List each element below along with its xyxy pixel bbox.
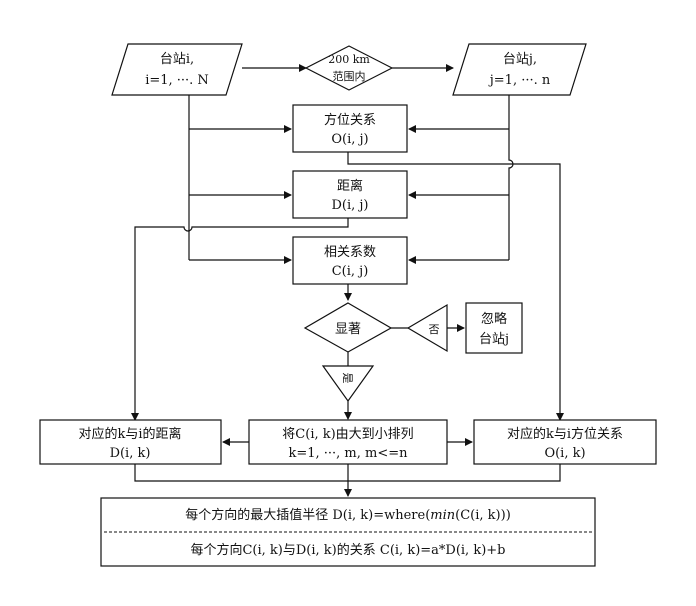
station-j-line1: 台站j, xyxy=(503,52,537,67)
result-line1-fn: min xyxy=(430,508,455,523)
within-range-shape xyxy=(304,45,394,91)
station-i-line2: i=1, ···. N xyxy=(145,73,209,88)
orientation-line2: O(i, j) xyxy=(331,132,368,147)
line-station-j-trunk xyxy=(508,95,514,260)
within-range-line2: 范围内 xyxy=(333,69,366,83)
arrow-distance-to-k-distance xyxy=(131,218,349,421)
node-correlation: 相关系数 C(i, j) xyxy=(292,236,408,285)
node-k-orientation: 对应的k与i方位关系 O(i, k) xyxy=(473,419,657,465)
k-orientation-box xyxy=(473,419,657,465)
ignore-line2: 台站j xyxy=(479,332,509,347)
node-station-j: 台站j, j=1, ···. n xyxy=(452,43,587,96)
within-range-line1: 200 km xyxy=(328,53,370,66)
correlation-box xyxy=(292,236,408,285)
k-orientation-line2: O(i, k) xyxy=(544,446,585,461)
node-yes: 是 xyxy=(321,365,375,403)
distance-line2: D(i, j) xyxy=(331,198,368,213)
sort-box xyxy=(248,419,448,465)
station-j-line2: j=1, ···. n xyxy=(488,73,551,88)
orientation-box xyxy=(292,104,408,153)
ignore-box xyxy=(465,302,523,354)
station-i-line1: 台站i, xyxy=(160,52,194,67)
distance-line1: 距离 xyxy=(337,178,363,194)
node-significant: 显著 xyxy=(303,302,393,353)
k-orientation-line1: 对应的k与i方位关系 xyxy=(507,426,623,442)
result-line2: 每个方向C(i, k)与D(i, k)的关系 C(i, k)=a*D(i, k)… xyxy=(190,542,505,558)
result-line1: 每个方向的最大插值半径 D(i, k)=where(min(C(i, k))) xyxy=(185,507,511,523)
k-distance-line2: D(i, k) xyxy=(110,446,151,461)
correlation-line2: C(i, j) xyxy=(332,264,369,279)
node-ignore: 忽略 台站j xyxy=(465,302,523,354)
no-shape xyxy=(406,303,448,353)
node-station-i: 台站i, i=1, ···. N xyxy=(111,43,243,96)
node-sort: 将C(i, k)由大到小排列 k=1, ···, m, m<=n xyxy=(248,419,448,465)
sort-line1: 将C(i, k)由大到小排列 xyxy=(282,427,413,442)
significant-label: 显著 xyxy=(335,322,361,337)
result-line1-prefix: 每个方向的最大插值半径 D(i, k)=where( xyxy=(185,507,430,523)
k-distance-box xyxy=(39,419,222,465)
orientation-line1: 方位关系 xyxy=(324,112,376,128)
station-i-shape xyxy=(111,43,243,96)
node-result: 每个方向的最大插值半径 D(i, k)=where(min(C(i, k))) … xyxy=(100,497,596,567)
node-orientation: 方位关系 O(i, j) xyxy=(292,104,408,153)
node-no: 否 xyxy=(406,303,448,353)
correlation-line1: 相关系数 xyxy=(324,245,376,260)
node-k-distance: 对应的k与i的距离 D(i, k) xyxy=(39,419,222,465)
sort-line2: k=1, ···, m, m<=n xyxy=(288,446,408,461)
connectors xyxy=(131,64,564,497)
significant-shape xyxy=(303,302,393,353)
no-label: 否 xyxy=(429,323,440,336)
result-line1-suffix: (C(i, k))) xyxy=(455,508,511,523)
arrow-orientation-to-k-orientation xyxy=(347,152,564,421)
k-distance-line1: 对应的k与i的距离 xyxy=(78,426,181,442)
ignore-line1: 忽略 xyxy=(481,311,507,327)
station-j-shape xyxy=(452,43,587,96)
distance-box xyxy=(292,170,408,219)
yes-shape xyxy=(321,365,375,403)
result-box xyxy=(100,497,596,567)
node-within-range: 200 km 范围内 xyxy=(304,45,394,91)
yes-label: 是 xyxy=(341,373,354,384)
node-distance: 距离 D(i, j) xyxy=(292,170,408,219)
